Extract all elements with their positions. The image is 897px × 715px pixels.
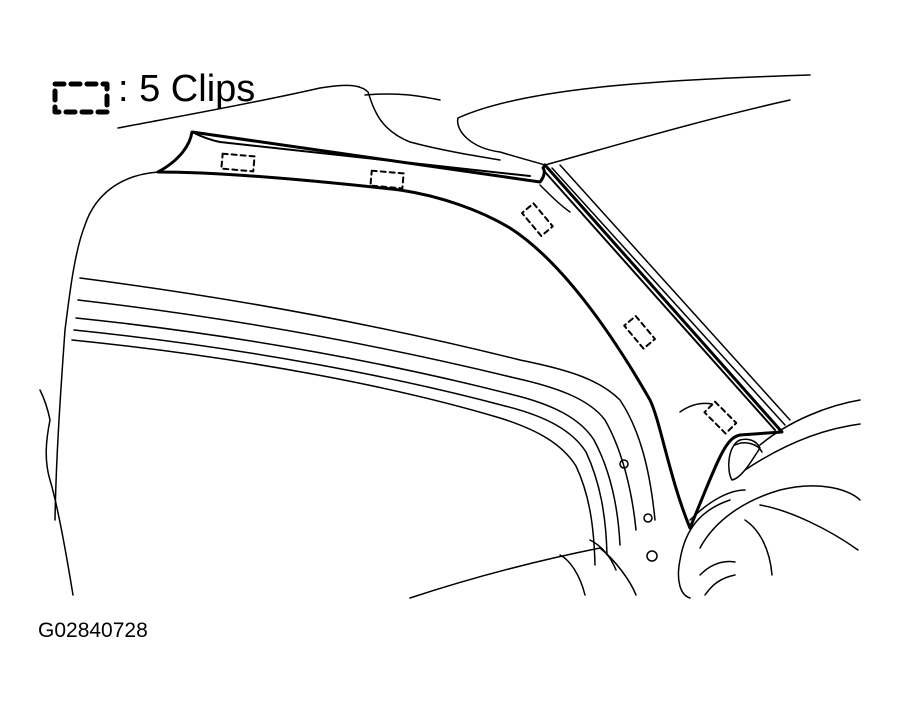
clip-markers <box>220 152 738 435</box>
clip-marker <box>623 315 657 350</box>
legend-label: : 5 Clips <box>118 68 256 110</box>
legend-clip-icon <box>52 81 110 115</box>
figure-code: G02840728 <box>38 619 148 642</box>
clip-marker <box>520 202 554 237</box>
left-body-panel <box>39 171 159 596</box>
clip-marker <box>220 152 256 173</box>
dashboard-area <box>677 399 861 599</box>
pillar-trim-garnish <box>156 130 791 530</box>
door-frame <box>71 277 656 599</box>
body-fasteners <box>619 459 658 562</box>
clip-marker <box>369 169 405 190</box>
clip-marker <box>703 400 738 435</box>
roof-headliner <box>117 74 811 166</box>
